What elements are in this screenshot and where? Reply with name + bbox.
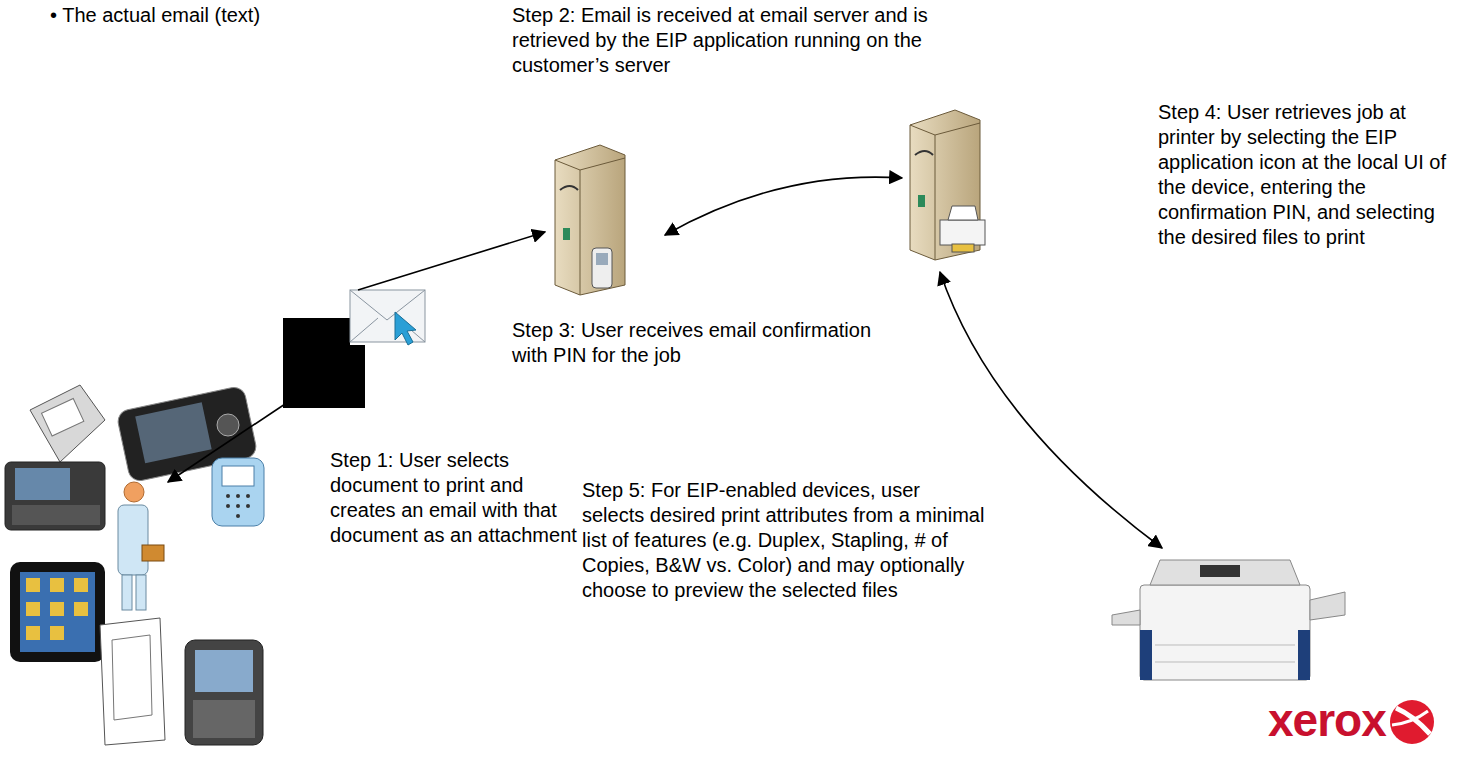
xerox-logo-sphere — [1390, 700, 1434, 744]
multifunction-printer — [1112, 560, 1345, 680]
step-description: Step 5: For EIP-enabled devices, user se… — [582, 478, 987, 603]
customer-server — [910, 110, 985, 260]
mobile-devices — [5, 385, 264, 745]
bullet-note: • The actual email (text) — [50, 3, 350, 28]
step-description: Step 1: User selects document to print a… — [330, 448, 578, 548]
step-description: Step 3: User receives email confirmation… — [512, 318, 872, 368]
email-server — [555, 145, 625, 295]
xerox-logo-text: xerox — [1268, 695, 1386, 745]
step-description: Step 4: User retrieves job at printer by… — [1158, 100, 1454, 250]
step-description: Step 2: Email is received at email serve… — [512, 3, 952, 78]
